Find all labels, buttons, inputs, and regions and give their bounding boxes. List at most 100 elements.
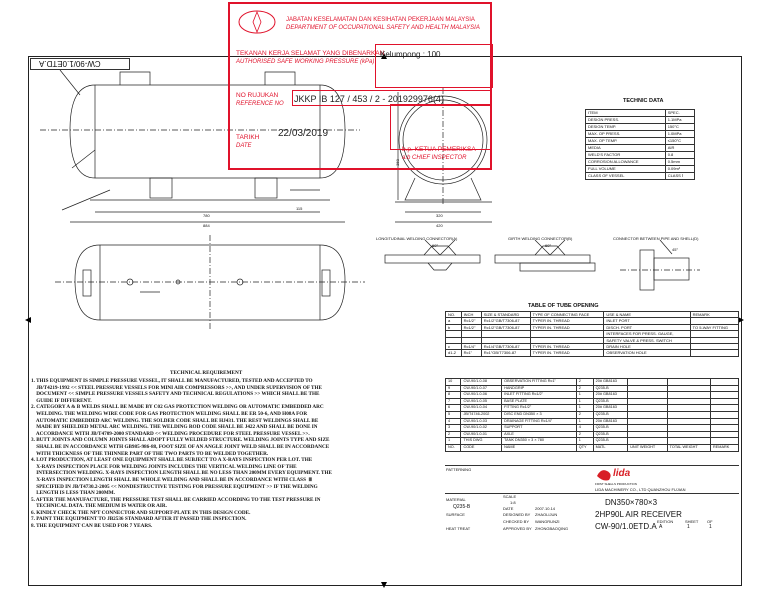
tech-cell: AIR (664, 144, 696, 152)
bom-cell (666, 384, 712, 393)
date-stamp-label: TARIKH DATE (236, 134, 260, 149)
bom-cell (666, 410, 712, 419)
requirement-line: LENGTH IS LESS THAN 200MM. (31, 490, 115, 497)
bom-cell (627, 397, 668, 406)
location-value: Kelumpong : 100 (380, 50, 441, 59)
edition-label: EDITION (657, 519, 674, 524)
tube-cell (689, 349, 740, 357)
bom-cell: 1 (444, 437, 462, 445)
bom-cell: CW-90/1.0-06 (460, 391, 503, 399)
bom-cell: 2 (575, 410, 594, 419)
agency-malay: JABATAN KESELAMATAN DAN KESIHATAN PEKERJ… (286, 17, 475, 23)
bom-cell: 8 (444, 391, 462, 399)
requirement-line: X-RAYS INSPECTION LENGTH SHALL BE WHOLE … (31, 476, 313, 483)
requirement-line: JB/T4219-1992 << STEEL PRESSURE VESSELS … (31, 384, 323, 391)
date-value: 2007.10.14 (535, 506, 556, 511)
requirement-line: TECHNICAL DATA. THE MEDIUM IS WATER OR A… (31, 503, 167, 510)
bom-cell (666, 397, 712, 406)
tech-cell: MAX. OP TEMP. (585, 137, 666, 145)
bom-cell: 1 (575, 397, 594, 406)
tech-cell: SPEC. (664, 109, 696, 117)
bom-cell: JB/T4746-2002 (460, 410, 503, 419)
tube-header-cell: SIZE & STANDARD (480, 310, 531, 319)
bom-cell: CW-90/1.0-02 (460, 424, 503, 432)
bom-cell: Q235-B (592, 410, 629, 419)
dim-320: 320 (436, 213, 443, 218)
requirement-line: MADE BY SHIELDED METAL ARC WELDING. THE … (31, 424, 318, 431)
checked-by-label: CHECKED BY (503, 519, 530, 524)
bom-cell: Q235-B (592, 384, 629, 393)
requirement-line: GUIDE IF DIFFERENT. (31, 397, 92, 404)
tech-cell: 0.09m³ (664, 165, 696, 173)
requirement-line: WITH THICKNESS OF THE THINNER PART OF TH… (31, 450, 269, 457)
bom-cell (627, 410, 668, 419)
requirement-line: INTERSECTION WELDING. X-RAYS INSPECTION … (31, 470, 332, 477)
tech-data-title: TECHNIC DATA (623, 98, 664, 104)
tech-cell: DESIGN PRESS. (585, 116, 666, 124)
agency-english: DEPARTMENT OF OCCUPATIONAL SAFETY AND HE… (286, 25, 480, 31)
malaysia-crest-icon (238, 10, 276, 34)
product-name: 2HP90L AIR RECEIVER (595, 510, 682, 519)
spec-value: DN350×780×3 (605, 498, 658, 507)
tech-row: MAX. OP TEMP.≤150°C (585, 137, 696, 145)
requirement-line: ACCORDANCE WITH JB/T4709-2000 STANDARD <… (31, 430, 310, 437)
requirement-line: X-RAYS INSPECTION PLACE FOR WELDING JOIN… (31, 463, 297, 470)
bom-cell: AXLE (501, 430, 577, 439)
tech-cell: ITEM (585, 109, 666, 117)
bom-header-cell: NAME (501, 443, 577, 452)
bom-cell (666, 404, 712, 412)
bom-cell: 7 (444, 397, 462, 406)
tube-cell: TYPER IN. THREAD (529, 349, 605, 357)
weld-angle-a: 60° (432, 243, 439, 248)
tube-cell: Rc1/2" (460, 317, 482, 325)
heat-treat-label: HEAT TREAT (446, 526, 471, 531)
bom-cell: TANK DN350 × 3 × 780 (501, 437, 577, 445)
bom-header-cell: UNIT WEIGHT (627, 443, 668, 452)
tech-cell: MAX. OP PRESS. (585, 130, 666, 138)
lida-logo-icon (597, 470, 611, 481)
requirement-line: DOCUMENT << SIMPLE PRESSURE VESSELS SAFE… (31, 391, 320, 398)
bom-cell (710, 378, 739, 386)
requirement-line: 5. AFTER THE MANUFACTURE, THE PRESSURE T… (31, 496, 321, 503)
date-label: DATE (503, 506, 514, 511)
designed-by-label: DESIGNED BY (503, 512, 531, 517)
of-value: 1 (709, 524, 712, 530)
bom-cell (710, 417, 739, 426)
tech-cell: 0.8 (664, 151, 696, 159)
bom-cell: DRAINAGE FITTING Rc1/4" (501, 417, 577, 426)
dim-780: 780 (203, 213, 210, 218)
tech-cell: CORROSION ALLOWANCE (585, 158, 666, 166)
bom-cell (627, 404, 668, 412)
edition-value: A (659, 524, 663, 530)
bom-cell (627, 430, 668, 439)
bom-cell: 6 (444, 404, 462, 412)
approver: ZHONGBAOQING (535, 526, 569, 531)
patterning-label: PATTERNING (446, 467, 472, 472)
requirement-line: 4. LOT PRODUCTION, AT LEAST ONE EQUIPMEN… (31, 457, 313, 464)
bom-cell: 2 (575, 430, 594, 439)
requirement-line: AUTOMATIC EMBEDDED ARC WELDING. THE SOLD… (31, 417, 319, 424)
bom-cell (710, 410, 739, 419)
tube-cell: Rc1/2"GB/T7306-87 (480, 317, 531, 325)
tech-cell: DESIGN TEMP. (585, 123, 666, 131)
tube-cell: Rc1/4"GB/T7306-87 (480, 342, 531, 351)
requirement-line: 3. BUTT JOINTS AND COLUMN JOINTS SHALL A… (31, 437, 330, 444)
bom-cell (627, 417, 668, 426)
bom-cell: 5 (444, 410, 462, 419)
surface-label: SURFACE (446, 512, 465, 517)
tech-cell: CLASS OF VESSEL (585, 172, 666, 180)
material-label: MATERIAL (446, 497, 466, 502)
bom-cell (710, 384, 739, 393)
